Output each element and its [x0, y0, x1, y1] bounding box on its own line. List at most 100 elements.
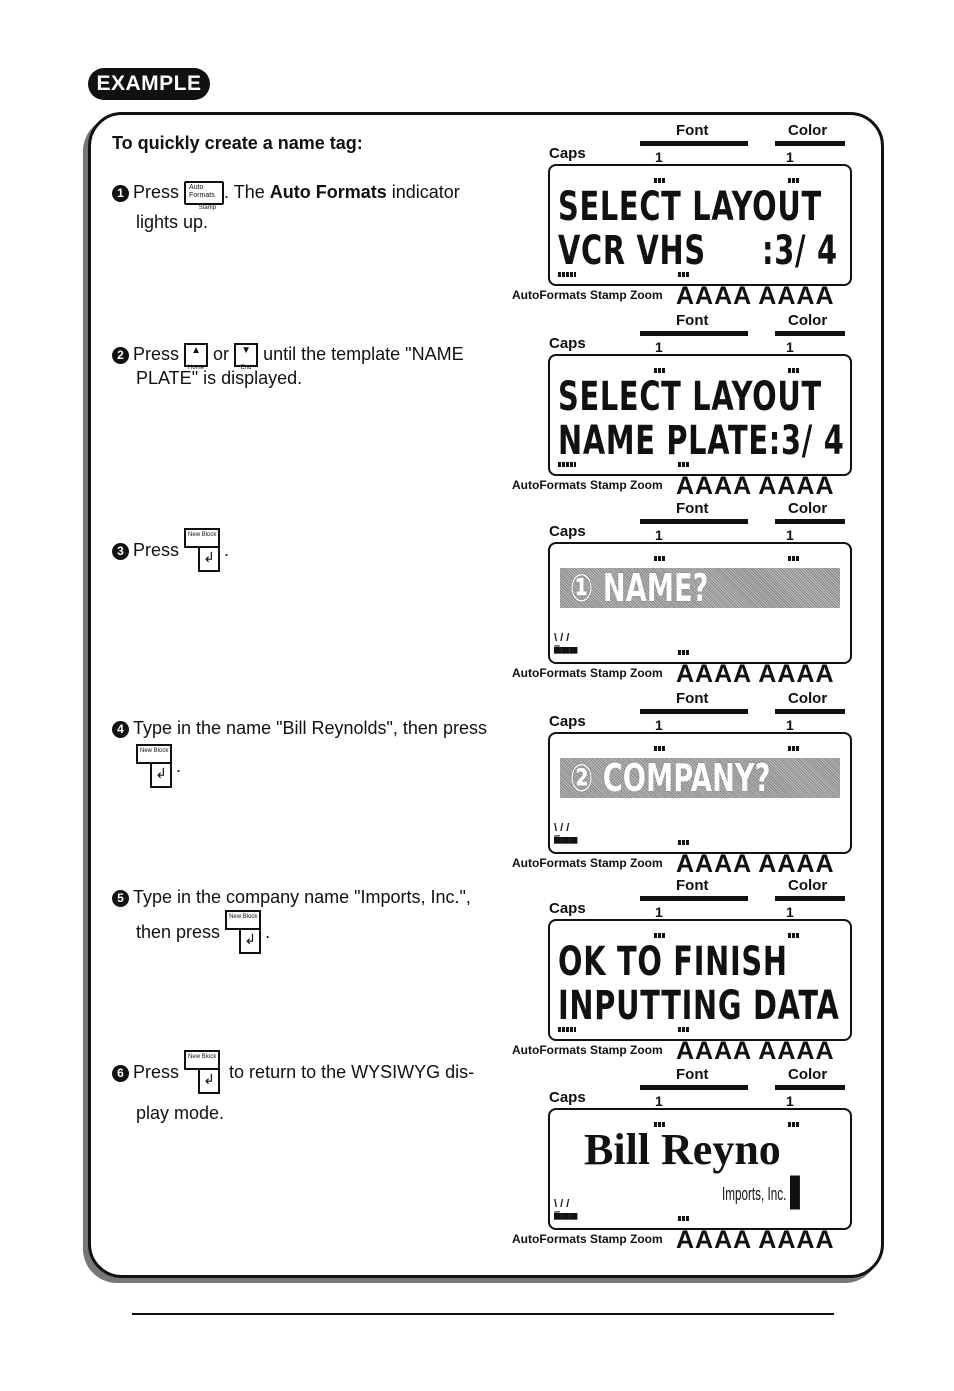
step-text: until the template "NAME: [263, 344, 464, 364]
font-indicator: [654, 746, 666, 751]
step-number: 2: [112, 347, 129, 364]
font-style-glyphs: AAAA AAAA: [676, 1226, 835, 1254]
step-6-line2: play mode.: [136, 1103, 225, 1123]
autoformats-indicator: [678, 650, 690, 655]
auto-formats-label: Auto Formats: [269, 182, 387, 202]
font-label: Font: [676, 690, 709, 707]
caps-indicator: [558, 462, 576, 467]
cursor-blink-icon: \ / /–▀▀▀: [554, 822, 578, 850]
autoformats-stamp-zoom-label: AutoFormats Stamp Zoom: [512, 1232, 663, 1246]
step-number: 1: [112, 185, 129, 202]
color-bar: [775, 709, 845, 714]
caps-indicator: [558, 272, 576, 277]
step-text: Type in the name "Bill Reynolds", then p…: [133, 718, 487, 738]
footer-rule: [132, 1313, 834, 1315]
lcd-prompt: ① NAME?: [570, 566, 709, 610]
new-block-key-icon: New Block↲: [184, 1050, 224, 1096]
color-indicator: [788, 1122, 800, 1127]
new-block-key-icon: New Block↲: [225, 910, 265, 956]
lcd-line-1: SELECT LAYOUT: [558, 374, 822, 420]
color-bar: [775, 519, 845, 524]
autoformats-stamp-zoom-label: AutoFormats Stamp Zoom: [512, 856, 663, 870]
font-indicator: [654, 178, 666, 183]
autoformats-indicator: [678, 272, 690, 277]
color-indicator: [788, 368, 800, 373]
caps-label: Caps: [549, 145, 586, 162]
color-indicator: [788, 746, 800, 751]
font-bar: [640, 709, 748, 714]
new-block-key-icon: New Block↲: [136, 744, 176, 790]
color-bar: [775, 896, 845, 901]
step-text: Press: [133, 344, 180, 364]
caps-label: Caps: [549, 713, 586, 730]
autoformats-stamp-zoom-label: AutoFormats Stamp Zoom: [512, 288, 663, 302]
prompt-highlight: [560, 568, 840, 608]
heading: To quickly create a name tag:: [112, 133, 363, 153]
text-cursor-icon: ▌: [790, 1176, 810, 1207]
step-2-line2: PLATE" is displayed.: [136, 368, 303, 388]
font-bar: [640, 896, 748, 901]
caps-label: Caps: [549, 523, 586, 540]
font-bar: [640, 331, 748, 336]
wysiwyg-name: Bill Reyno: [584, 1125, 781, 1174]
font-label: Font: [676, 500, 709, 517]
step-text: . The: [224, 182, 265, 202]
step-text: or: [213, 344, 230, 364]
lcd-prompt: ② COMPANY?: [570, 756, 771, 800]
example-badge: EXAMPLE: [88, 68, 210, 100]
color-indicator: [788, 178, 800, 183]
step-text: Type in the company name "Imports, Inc."…: [133, 887, 471, 907]
autoformats-stamp-zoom-label: AutoFormats Stamp Zoom: [512, 1043, 663, 1057]
step-text: to return to the WYSIWYG dis-: [229, 1061, 475, 1082]
color-indicator: [788, 556, 800, 561]
autoformats-indicator: [678, 840, 690, 845]
prompt-highlight: [560, 758, 840, 798]
color-label: Color: [788, 690, 828, 707]
font-indicator: [654, 933, 666, 938]
color-label: Color: [788, 1066, 828, 1083]
step-number: 5: [112, 890, 129, 907]
color-indicator: [788, 933, 800, 938]
example-panel: [88, 112, 884, 1278]
cursor-blink-icon: \ / /–▀▀▀: [554, 632, 578, 660]
step-text: Press: [133, 1061, 180, 1082]
autoformats-indicator: [678, 1216, 690, 1221]
end-key-icon: ▼End: [234, 343, 259, 371]
caps-label: Caps: [549, 900, 586, 917]
color-label: Color: [788, 312, 828, 329]
color-label: Color: [788, 122, 828, 139]
font-indicator: [654, 1122, 666, 1127]
autoformats-stamp-zoom-label: AutoFormats Stamp Zoom: [512, 666, 663, 680]
cursor-blink-icon: \ / /–▀▀▀: [554, 1198, 578, 1226]
color-bar: [775, 331, 845, 336]
step-number: 6: [112, 1064, 129, 1082]
color-bar: [775, 141, 845, 146]
font-style-glyphs: AAAA AAAA: [676, 660, 835, 688]
autoformats-stamp-zoom-label: AutoFormats Stamp Zoom: [512, 478, 663, 492]
caps-label: Caps: [549, 1089, 586, 1106]
font-indicator: [654, 556, 666, 561]
font-indicator: [654, 368, 666, 373]
lcd-page-indicator: :3/ 4: [762, 228, 838, 274]
color-bar: [775, 1085, 845, 1090]
wysiwyg-company: Imports, Inc.: [722, 1184, 787, 1204]
font-style-glyphs: AAAA AAAA: [676, 282, 835, 310]
step-text: Press: [133, 182, 180, 202]
caps-indicator: [558, 1027, 576, 1032]
font-label: Font: [676, 122, 709, 139]
step-text: then press: [136, 921, 221, 942]
lcd-screen: ① NAME? \ / /–▀▀▀: [548, 542, 852, 664]
font-style-glyphs: AAAA AAAA: [676, 850, 835, 878]
font-label: Font: [676, 312, 709, 329]
font-label: Font: [676, 1066, 709, 1083]
font-bar: [640, 519, 748, 524]
lcd-line-2: NAME PLATE:3/ 4: [558, 418, 845, 464]
step-text: indicator: [391, 182, 460, 202]
